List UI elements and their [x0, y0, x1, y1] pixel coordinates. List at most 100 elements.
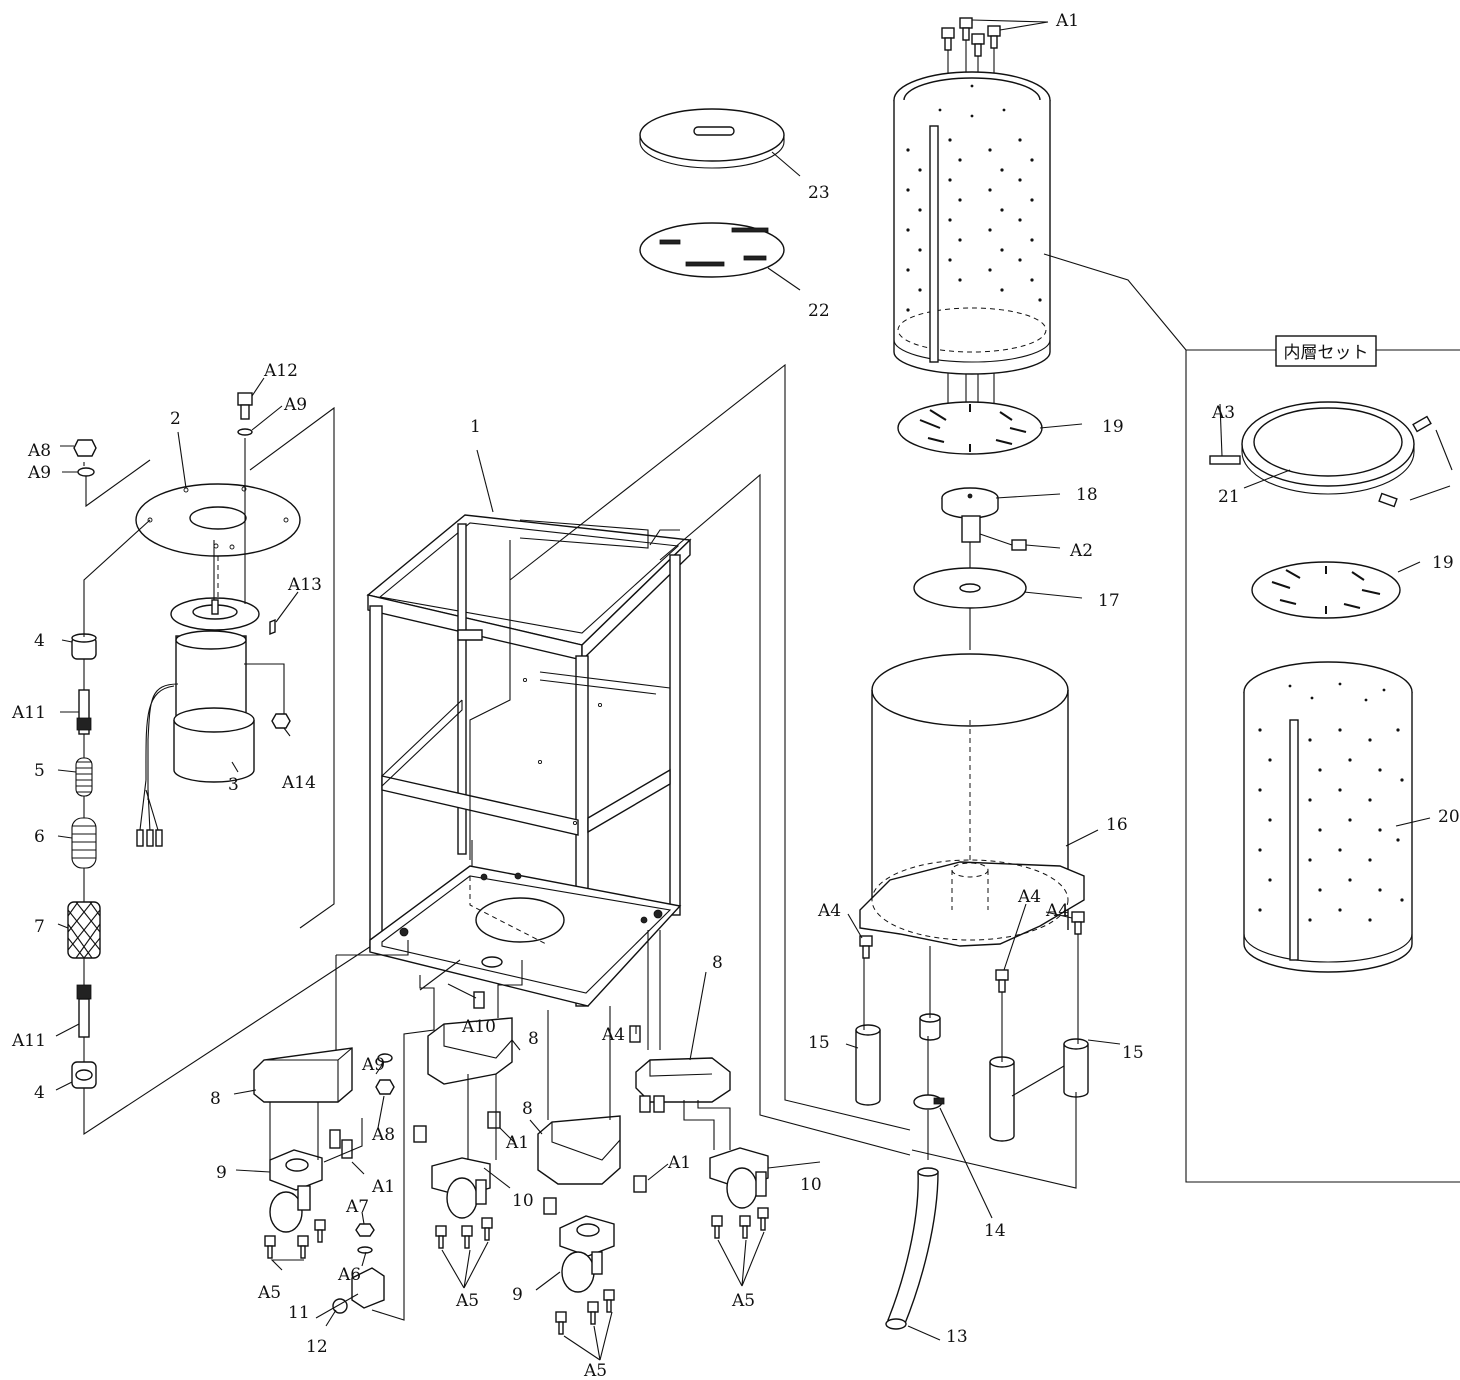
mesh-sleeve-7	[67, 901, 101, 959]
motor-3	[136, 597, 276, 847]
washer-a9-left	[77, 467, 95, 477]
label-a14: A14	[281, 773, 316, 793]
mounting-plate-2	[135, 483, 301, 557]
label-part-8-left: 8	[210, 1089, 221, 1109]
label-part-3: 3	[228, 775, 239, 795]
label-part-19: 19	[1102, 417, 1124, 437]
inner-set-box	[1185, 335, 1460, 1183]
perforated-drum-20	[1243, 661, 1413, 973]
label-a9-top: A9	[283, 395, 307, 415]
label-a1-top: A1	[1055, 11, 1079, 31]
nut-a8-top	[73, 439, 97, 457]
label-a5-right: A5	[731, 1291, 755, 1311]
label-part-4-bottom: 4	[34, 1083, 45, 1103]
label-part-23: 23	[808, 183, 830, 203]
lid-plate-23	[639, 108, 785, 169]
foot-8-right	[635, 1057, 731, 1103]
label-part-21: 21	[1218, 487, 1240, 507]
frame-1	[366, 514, 692, 1007]
label-part-8-center: 8	[522, 1099, 533, 1119]
bolt-a12	[237, 392, 253, 420]
label-a5-center-left: A5	[455, 1291, 479, 1311]
label-part-2: 2	[170, 409, 181, 429]
label-part-14: 14	[984, 1221, 1006, 1241]
ring-21	[1209, 401, 1432, 508]
label-part-9-left: 9	[216, 1163, 227, 1183]
foot-8-center	[537, 1115, 621, 1185]
label-a9-left: A9	[27, 463, 51, 483]
label-part-19-inner: 19	[1432, 553, 1454, 573]
washer-a6	[357, 1246, 373, 1254]
label-part-8-right: 8	[712, 953, 723, 973]
label-part-8-center-left: 8	[528, 1029, 539, 1049]
label-part-1: 1	[470, 417, 481, 437]
label-a8-top: A8	[27, 441, 51, 461]
spring-6	[71, 817, 97, 869]
label-a3: A3	[1211, 403, 1235, 423]
label-part-9-center: 9	[512, 1285, 523, 1305]
label-part-16: 16	[1106, 815, 1128, 835]
spring-5	[75, 757, 93, 797]
perforated-drum	[893, 71, 1051, 375]
bolts-a5	[264, 1207, 769, 1335]
shaft-a11-top	[76, 689, 92, 735]
shaft-a11-bottom	[76, 984, 92, 1038]
label-part-15-right: 15	[1122, 1043, 1144, 1063]
label-a4-frame: A4	[601, 1025, 625, 1045]
slotted-disc-19-inner	[1251, 561, 1401, 619]
label-part-7: 7	[34, 917, 45, 937]
label-a5-left: A5	[257, 1283, 281, 1303]
label-a11-top: A11	[11, 703, 46, 723]
label-part-4-top: 4	[34, 631, 45, 651]
label-a1-center: A1	[505, 1133, 529, 1153]
label-a9-mid: A9	[361, 1055, 385, 1075]
foot-8-left	[253, 1047, 353, 1103]
label-a4-tank-right: A4	[1045, 901, 1069, 921]
ring-disc-17	[913, 567, 1027, 609]
label-part-13: 13	[946, 1327, 968, 1347]
label-a2: A2	[1069, 541, 1093, 561]
nut-a14	[271, 713, 291, 729]
inner-set-title: 内層セット	[1284, 343, 1369, 363]
label-part-15-left: 15	[808, 1033, 830, 1053]
slotted-disc-19	[897, 401, 1043, 455]
label-a7: A7	[345, 1197, 369, 1217]
label-a8-mid: A8	[371, 1125, 395, 1145]
washer-a9-mid	[377, 1053, 393, 1063]
label-part-5: 5	[34, 761, 45, 781]
label-part-10-right: 10	[800, 1175, 822, 1195]
label-a1-left: A1	[371, 1177, 395, 1197]
label-part-10-left: 10	[512, 1191, 534, 1211]
bolts-a4-tank	[859, 911, 1085, 993]
caster-9-center	[559, 1215, 615, 1293]
label-part-18: 18	[1076, 485, 1098, 505]
caster-10-right	[709, 1147, 769, 1209]
bracket-11	[351, 1267, 385, 1309]
label-a11-bottom: A11	[11, 1031, 46, 1051]
label-part-22: 22	[808, 301, 830, 321]
label-part-17: 17	[1098, 591, 1120, 611]
caster-10-center-left	[431, 1157, 491, 1219]
hose-13	[885, 1167, 939, 1330]
nut-a8-mid	[375, 1079, 395, 1095]
washer-a9-top	[237, 428, 253, 436]
bushing-4-top	[71, 633, 97, 660]
label-part-6: 6	[34, 827, 45, 847]
nut-a7	[355, 1223, 375, 1237]
set-screw-a2	[1011, 539, 1027, 551]
foot-8-center-left	[427, 1017, 513, 1085]
slotted-plate-22	[639, 222, 785, 278]
bushing-4-bottom	[71, 1061, 97, 1089]
legs-15	[855, 1013, 1089, 1142]
label-a4-tank-center: A4	[1017, 887, 1041, 907]
label-part-20: 20	[1438, 807, 1460, 827]
label-a13: A13	[287, 575, 322, 595]
label-a5-center: A5	[583, 1361, 607, 1380]
label-a1-right: A1	[667, 1153, 691, 1173]
label-a6: A6	[337, 1265, 361, 1285]
label-a10: A10	[461, 1017, 496, 1037]
label-part-11: 11	[288, 1303, 310, 1323]
label-part-12: 12	[306, 1337, 328, 1357]
